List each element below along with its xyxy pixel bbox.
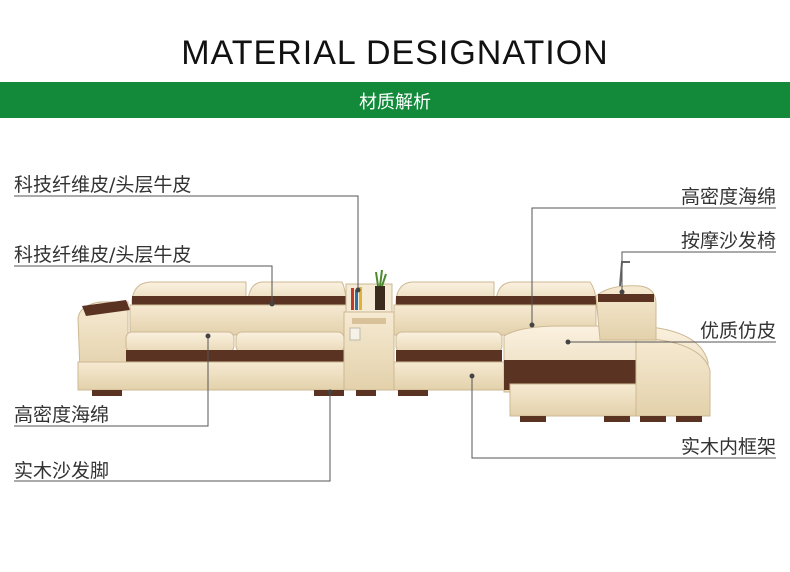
label-left-1: 科技纤维皮/头层牛皮 [14,174,192,196]
label-right-3: 优质仿皮 [699,320,776,342]
label-right-1: 高密度海绵 [680,186,776,208]
label-left-3: 高密度海绵 [14,404,110,426]
leader-dots [205,287,625,395]
leader-lines [14,195,776,482]
label-left-4: 实木沙发脚 [14,460,110,482]
label-right-2: 按摩沙发椅 [680,230,776,252]
subtitle-band: 材质解析 [0,82,790,118]
subtitle: 材质解析 [359,92,431,113]
label-right-4: 实木内框架 [680,436,776,458]
page-title: MATERIAL DESIGNATION [181,34,609,72]
label-left-2: 科技纤维皮/头层牛皮 [14,244,192,266]
